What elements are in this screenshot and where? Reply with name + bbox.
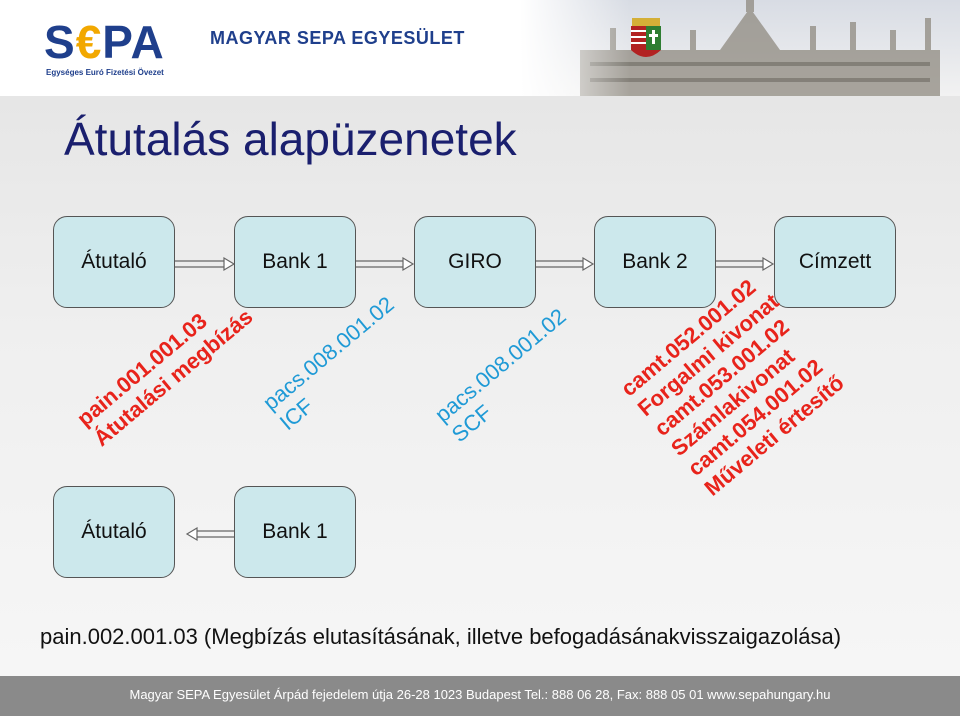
parliament-photo [520, 0, 960, 96]
arrow-giro-bank2 [536, 256, 595, 272]
slide-title: Átutalás alapüzenetek [64, 113, 517, 165]
logo-suffix: PA [102, 16, 165, 68]
logo-prefix: S [44, 16, 76, 68]
arrow-bank1-atutalo [185, 526, 234, 542]
arrow-bank2-cimzett [716, 256, 775, 272]
euro-icon: € [75, 16, 103, 68]
node-giro: GIRO [414, 216, 536, 308]
sepa-logo: S€PA Egységes Euró Fizetési Övezet [44, 14, 204, 78]
arrow-bank1-giro [356, 256, 415, 272]
node-bank1: Bank 1 [234, 216, 356, 308]
node-bank2: Bank 2 [594, 216, 716, 308]
organization-name: MAGYAR SEPA EGYESÜLET [210, 28, 465, 48]
header: S€PA Egységes Euró Fizetési Övezet MAGYA… [0, 0, 960, 96]
node-bank1-bottom: Bank 1 [234, 486, 356, 578]
footer-text: Magyar SEPA Egyesület Árpád fejedelem út… [129, 687, 831, 702]
node-cimzett: Címzett [774, 216, 896, 308]
logo-subtitle: Egységes Euró Fizetési Övezet [46, 68, 164, 77]
arrow-atutalo-bank1 [174, 256, 236, 272]
footer: Magyar SEPA Egyesület Árpád fejedelem út… [0, 676, 960, 716]
pain002-description: pain.002.001.03 (Megbízás elutasításának… [40, 624, 842, 649]
node-atutalo-bottom: Átutaló [53, 486, 175, 578]
node-atutalo: Átutaló [53, 216, 175, 308]
slide-background [0, 96, 960, 676]
